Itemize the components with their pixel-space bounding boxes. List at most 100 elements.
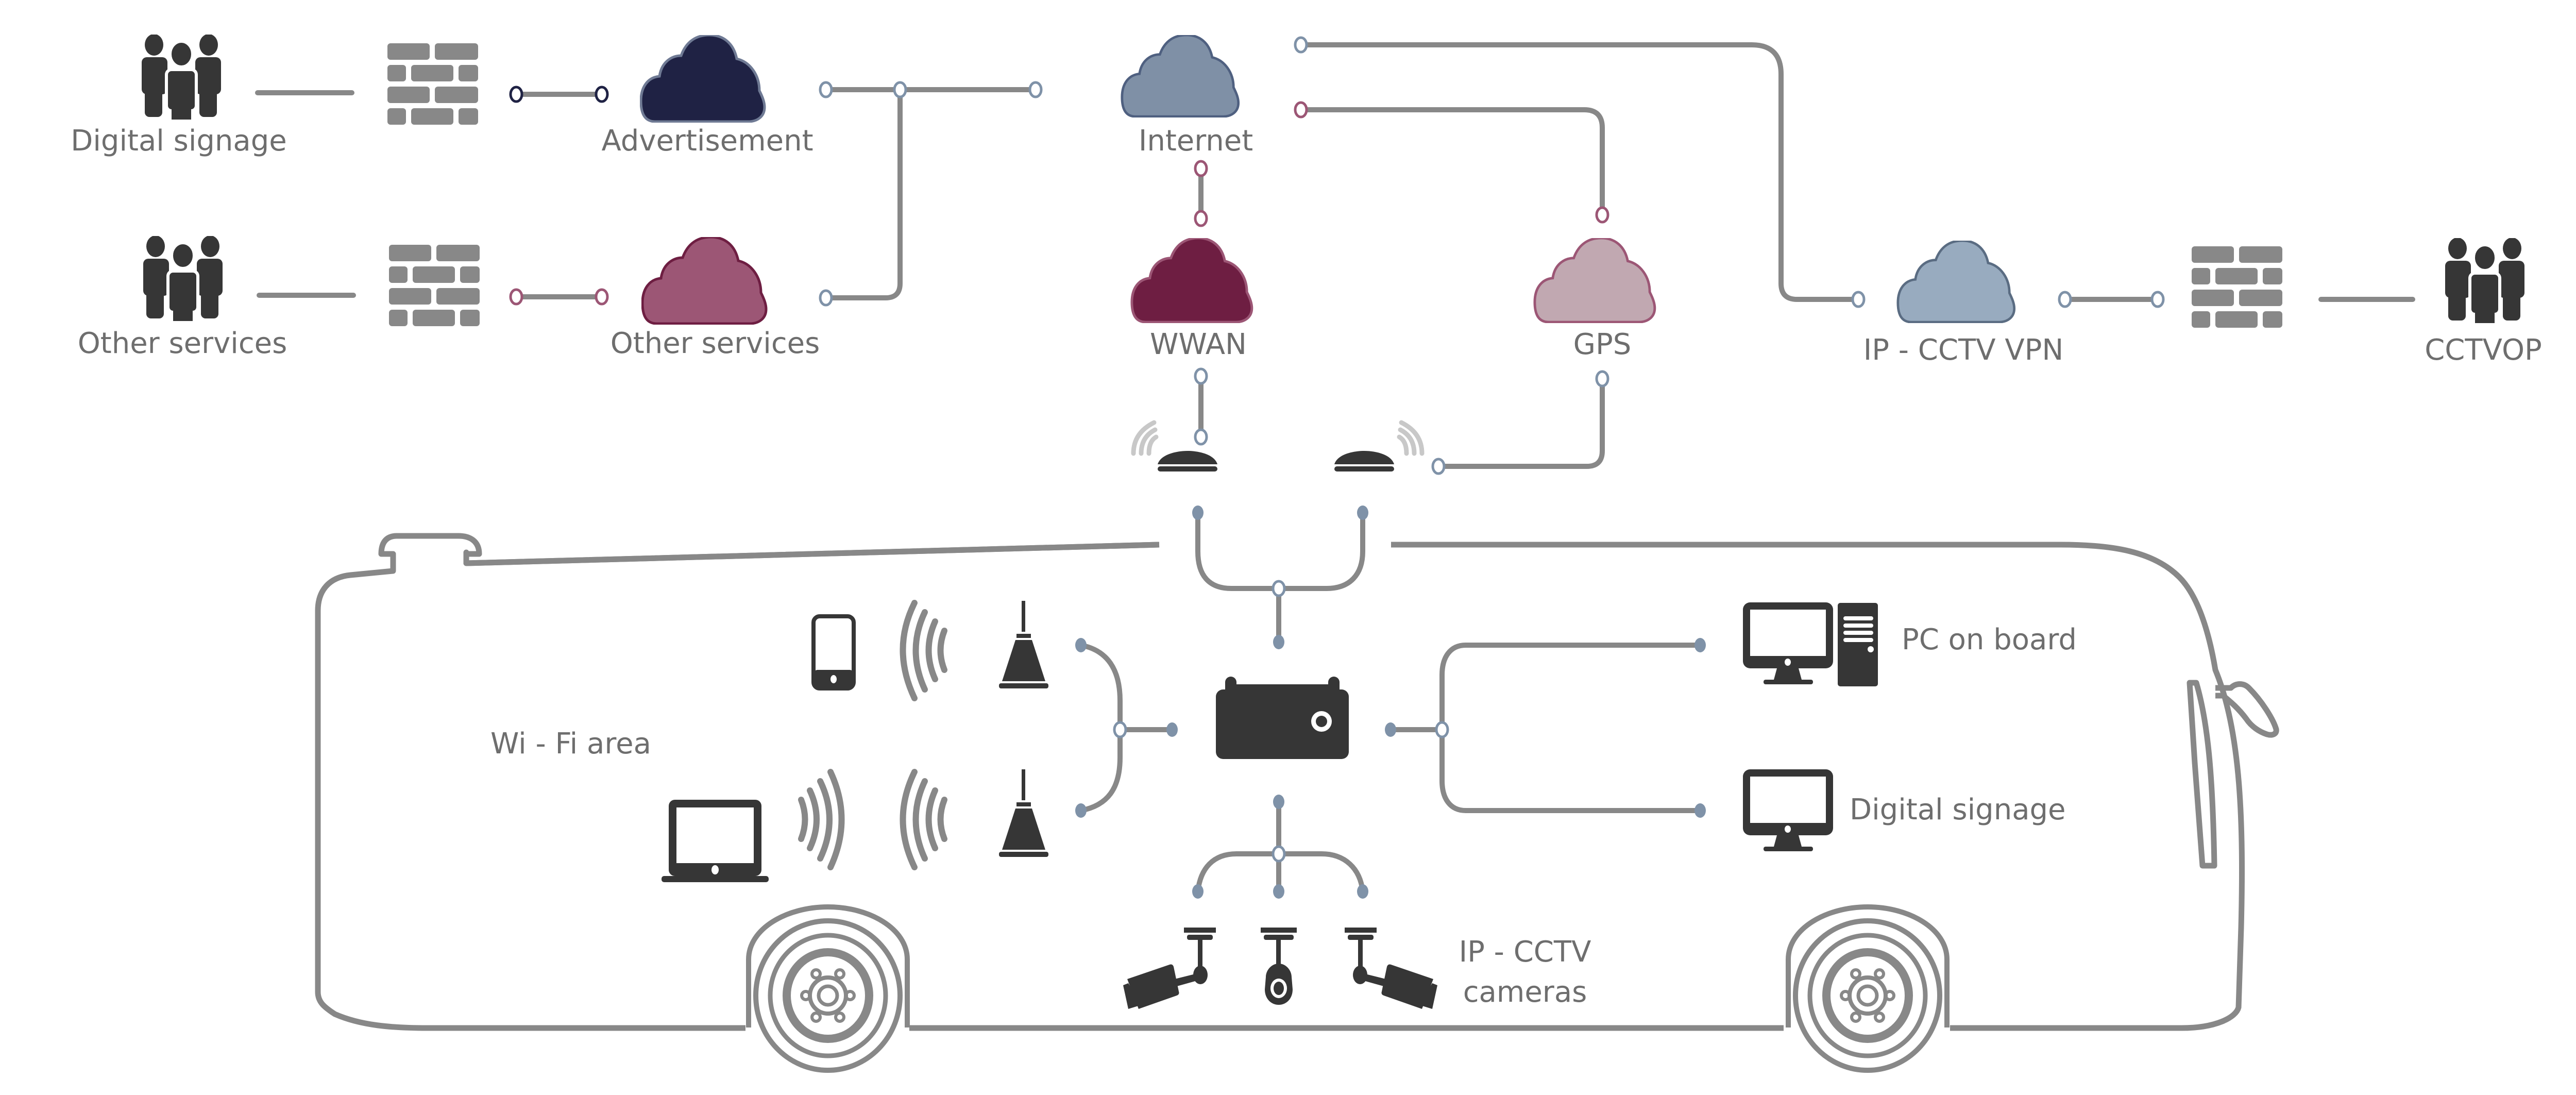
- link-internet-gps: [1298, 107, 1605, 217]
- label-ipcctv-vpn: IP - CCTV VPN: [1863, 333, 2064, 367]
- connector-firewall-advertisement: [509, 86, 609, 103]
- bus-outline: [315, 533, 2279, 1031]
- desktop-pc-icon: [1743, 602, 1833, 684]
- port-ring: [1194, 160, 1208, 177]
- label-wifi-area: Wi - Fi area: [490, 727, 651, 761]
- port-ring: [1595, 206, 1609, 224]
- cloud-icon: [1535, 238, 1655, 322]
- camera-branch: [1192, 795, 1368, 899]
- wifi-access-point-icon: [999, 601, 1048, 688]
- people-group-icon: [2445, 238, 2524, 337]
- firewall-icon: [387, 43, 478, 125]
- signal-icon: [1131, 420, 1157, 456]
- smartphone: [811, 614, 856, 690]
- antenna-dome-icon: [1334, 451, 1394, 471]
- junction-ring: [1272, 580, 1286, 597]
- port-ring: [1194, 367, 1208, 385]
- port-dot: [1694, 803, 1706, 818]
- cloud-internet: Internet: [1122, 35, 1253, 158]
- port-ring: [1028, 81, 1043, 98]
- link-clouds-to-internet: [819, 81, 1043, 307]
- label-wwan: WWAN: [1150, 328, 1247, 361]
- label-cctvop: CCTVOP: [2425, 333, 2542, 367]
- port-dot: [1357, 884, 1368, 899]
- port-ring: [1595, 370, 1609, 388]
- wifi-branch: [1075, 638, 1178, 818]
- cloud-other-services: Other services: [611, 237, 820, 360]
- port-dot: [1075, 803, 1087, 818]
- digital-signage-onboard: Digital signage: [1743, 769, 2066, 851]
- cctv-camera-icon: [1345, 928, 1437, 1009]
- connector-firewall-other-services: [509, 288, 609, 306]
- antenna-dome-icon: [1158, 451, 1217, 471]
- port-ring: [819, 289, 833, 307]
- port-ring: [2150, 291, 2165, 308]
- people-group-icon: [143, 235, 223, 335]
- cloud-icon: [641, 35, 765, 122]
- label-other-services-cloud: Other services: [611, 327, 820, 360]
- pc-on-board: PC on board: [1743, 602, 2077, 686]
- wifi-waves-icon: [900, 600, 947, 701]
- firewall-icon: [389, 245, 480, 326]
- cloud-wwan: WWAN: [1132, 238, 1252, 361]
- link-internet-ipcctv-vpn: [1298, 42, 1861, 302]
- label-internet: Internet: [1139, 124, 1253, 158]
- cloud-icon: [1898, 241, 2014, 322]
- people-other-services: Other services: [78, 235, 287, 360]
- port-dot: [1166, 722, 1178, 737]
- port-ring: [1194, 210, 1208, 227]
- router-icon: [1216, 689, 1349, 759]
- label-advertisement: Advertisement: [601, 124, 813, 158]
- port-dot: [1075, 638, 1087, 652]
- port-ring: [509, 86, 523, 103]
- junction-ring: [1272, 845, 1286, 863]
- label-ipcctv-line1: IP - CCTV: [1459, 935, 1591, 969]
- antenna-wwan: [1131, 420, 1217, 471]
- label-digital-signage-onboard: Digital signage: [1850, 793, 2066, 827]
- people-group-icon: [142, 34, 221, 133]
- monitor-icon: [1743, 769, 1833, 851]
- cloud-gps: GPS: [1535, 238, 1655, 361]
- people-digital-signage: Digital signage: [71, 34, 287, 158]
- label-ipcctv-line2: cameras: [1463, 975, 1587, 1009]
- cctv-camera-icon: [1261, 928, 1297, 1005]
- wifi-waves-icon: [900, 769, 947, 870]
- port-ring: [595, 86, 609, 103]
- port-dot: [1192, 884, 1204, 899]
- label-users-digital-signage: Digital signage: [71, 124, 287, 158]
- port-ring: [509, 288, 523, 306]
- laptop: [662, 800, 769, 882]
- wheel-icon: [1788, 907, 1947, 1070]
- antenna-gps: [1334, 420, 1425, 471]
- port-dot: [1694, 638, 1706, 652]
- wifi-waves-icon: [798, 769, 845, 870]
- port-dot: [1273, 795, 1284, 809]
- port-ring: [2058, 291, 2072, 308]
- cctv-camera-icon: [1123, 928, 1216, 1009]
- port-dot: [1385, 722, 1396, 737]
- port-ring: [1194, 428, 1208, 446]
- label-users-other-services: Other services: [78, 327, 287, 360]
- link-gps-antenna: [1436, 376, 1605, 469]
- junction-ring: [1113, 721, 1127, 738]
- label-gps: GPS: [1573, 328, 1632, 361]
- signal-icon: [1399, 420, 1425, 456]
- antenna-feed: [1192, 506, 1368, 649]
- cloud-ipcctv-vpn: IP - CCTV VPN: [1863, 241, 2064, 367]
- port-dot: [1273, 884, 1284, 899]
- port-ring: [1294, 36, 1308, 54]
- port-ring: [595, 288, 609, 306]
- label-pc-on-board: PC on board: [1902, 623, 2077, 656]
- wheel-icon: [749, 907, 907, 1070]
- display-branch: [1385, 638, 1706, 818]
- port-ring: [819, 81, 833, 98]
- port-ring: [1851, 291, 1866, 308]
- port-ring: [1294, 101, 1308, 119]
- cloud-icon: [1122, 35, 1239, 116]
- port-dot: [1273, 635, 1284, 649]
- firewall-icon: [2192, 246, 2282, 328]
- port-ring: [1431, 458, 1446, 475]
- cloud-icon: [1132, 238, 1252, 322]
- router: [1216, 677, 1349, 759]
